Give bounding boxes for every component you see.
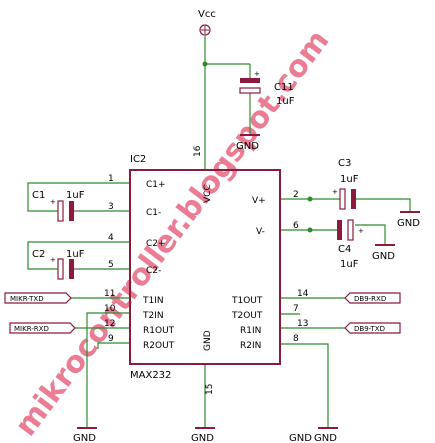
pin-12-num: 12 [104, 319, 115, 329]
pin-4-num: 4 [108, 233, 114, 243]
pin-16-num: 16 [193, 145, 203, 157]
pin-7-num: 7 [293, 304, 299, 314]
port-db9-txd: DB9-TXD [344, 322, 401, 334]
gnd-bottom-1-label: GND [73, 433, 96, 443]
pin-c2p-name: C2+ [146, 239, 166, 249]
port-mikr-txd-label: MIKR-TXD [10, 295, 44, 303]
pin-c1m-name: C1- [146, 208, 161, 218]
pin-c1p-name: C1+ [146, 180, 166, 190]
pin-r2in-name: R2IN [240, 341, 261, 351]
port-db9-rxd-label: DB9-RXD [354, 295, 386, 303]
c3-name: C3 [338, 158, 351, 169]
c2-name: C2 [32, 249, 45, 260]
ic-ref: IC2 [130, 154, 146, 165]
vcc-label: Vcc [198, 9, 216, 20]
capacitor-c1: + C1 1uF [32, 190, 85, 222]
gnd-top-label: GND [236, 141, 259, 152]
port-mikr-rxd: MIKR-RXD [9, 322, 76, 334]
pin-t2in-name: T2IN [142, 311, 164, 321]
pin-14-num: 14 [297, 289, 309, 299]
c4-value: 1uF [340, 259, 359, 270]
gnd-symbol-c3: GND [397, 211, 420, 229]
c4-polarity: + [358, 227, 364, 235]
pin-8-num: 8 [293, 334, 299, 344]
vcc-symbol: Vcc [198, 9, 216, 36]
port-mikr-txd: MIKR-TXD [4, 292, 72, 304]
c1-polarity: + [50, 198, 56, 206]
pin-9-num: 9 [108, 334, 114, 344]
pin-1-num: 1 [108, 174, 114, 184]
pin-15-num: 15 [205, 384, 215, 395]
c2-value: 1uF [66, 249, 85, 260]
pin-3-num: 3 [108, 202, 114, 212]
capacitor-c2: + C2 1uF [32, 249, 85, 280]
gnd-symbol-bottom-3: GND [289, 433, 312, 443]
gnd-c4-label: GND [372, 251, 395, 262]
capacitor-c11: + C11 1uF [239, 70, 295, 107]
gnd-bottom-3-label: GND [289, 433, 312, 443]
gnd-symbol-top: GND [236, 134, 260, 152]
pin-c2m-name: C2- [146, 266, 161, 276]
pin-t1in-name: T1IN [142, 296, 164, 306]
pin-r1in-name: R1IN [240, 326, 261, 336]
port-mikr-rxd-label: MIKR-RXD [14, 325, 49, 333]
gnd-symbol-bottom-2: GND [191, 427, 215, 443]
pin-13-num: 13 [297, 319, 308, 329]
c3-value: 1uF [340, 174, 359, 185]
pin-gnd-name: GND [203, 330, 213, 351]
c11-name: C11 [274, 82, 294, 93]
c3-polarity: + [332, 188, 338, 196]
gnd-c3-label: GND [397, 218, 420, 229]
junction-vplus [307, 196, 313, 202]
c1-name: C1 [32, 190, 45, 201]
pin-5-num: 5 [108, 260, 114, 270]
c1-value: 1uF [66, 190, 85, 201]
junction-vcc [202, 61, 208, 67]
pin-vm-name: V- [256, 227, 265, 237]
pin-t1out-name: T1OUT [231, 296, 263, 306]
pin-vcc-name: VCC [203, 184, 213, 203]
junction-vminus [307, 227, 313, 233]
gnd-bottom-4-label: GND [314, 433, 337, 443]
c2-polarity: + [50, 256, 56, 264]
pin-2-num: 2 [293, 190, 299, 200]
ic-part: MAX232 [130, 370, 171, 381]
c4-name: C4 [338, 244, 351, 255]
gnd-symbol-bottom-1: GND [73, 427, 97, 443]
gnd-symbol-bottom-4: GND [314, 427, 338, 443]
ic-max232: IC2 MAX232 16 VCC 15 GND 1 C1+ 3 C1- 4 C… [104, 145, 309, 395]
pin-10-num: 10 [104, 304, 116, 314]
port-db9-txd-label: DB9-TXD [354, 325, 385, 333]
capacitor-c3: + C3 1uF [332, 158, 359, 210]
pin-r1out-name: R1OUT [143, 326, 175, 336]
c11-polarity: + [254, 70, 260, 78]
gnd-symbol-c4: GND [372, 244, 395, 262]
c11-value: 1uF [276, 96, 295, 107]
capacitor-c4: + C4 1uF [337, 219, 364, 270]
pin-t2out-name: T2OUT [231, 311, 263, 321]
pin-r2out-name: R2OUT [143, 341, 175, 351]
port-db9-rxd: DB9-RXD [344, 292, 401, 304]
pin-vp-name: V+ [252, 196, 266, 206]
pin-11-num: 11 [104, 289, 115, 299]
pin-6-num: 6 [293, 221, 299, 231]
gnd-bottom-2-label: GND [191, 433, 214, 443]
